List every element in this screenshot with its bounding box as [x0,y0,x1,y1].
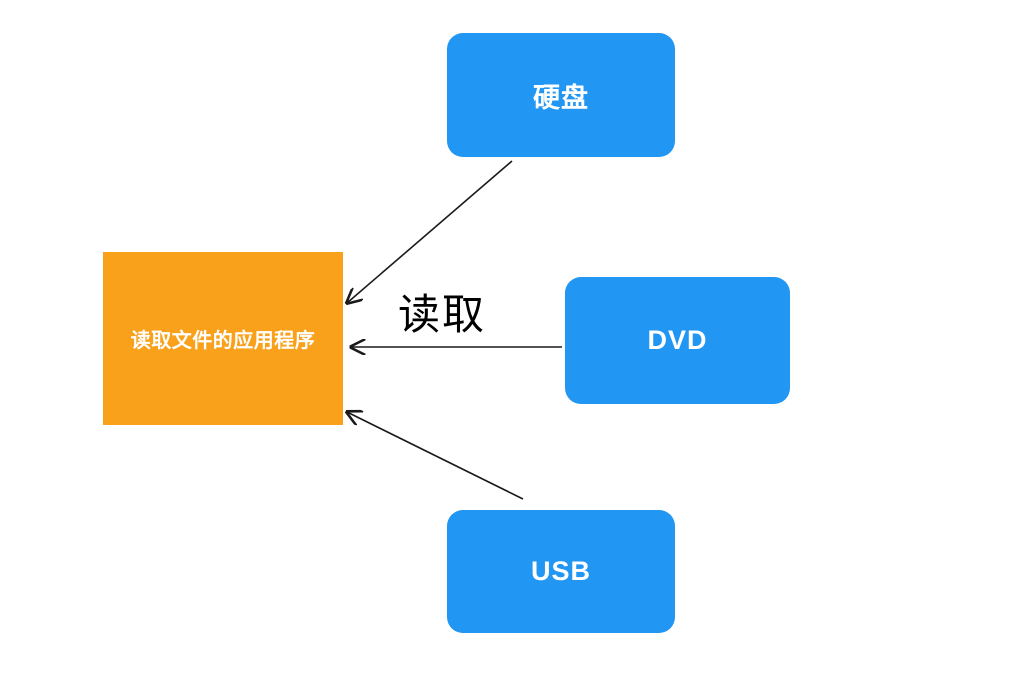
node-usb-label: USB [530,556,591,586]
node-file-reading-app: 读取文件的应用程序 [103,252,343,425]
edge-label-read: 读取 [398,291,487,338]
node-dvd-label: DVD [647,325,708,355]
node-dvd: DVD [565,277,790,404]
node-file-reading-app-label: 读取文件的应用程序 [130,330,316,352]
node-usb: USB [447,510,675,633]
node-hard-disk-label: 硬盘 [533,82,589,113]
arrow-usb-to-app [347,412,524,500]
node-hard-disk: 硬盘 [447,33,675,157]
